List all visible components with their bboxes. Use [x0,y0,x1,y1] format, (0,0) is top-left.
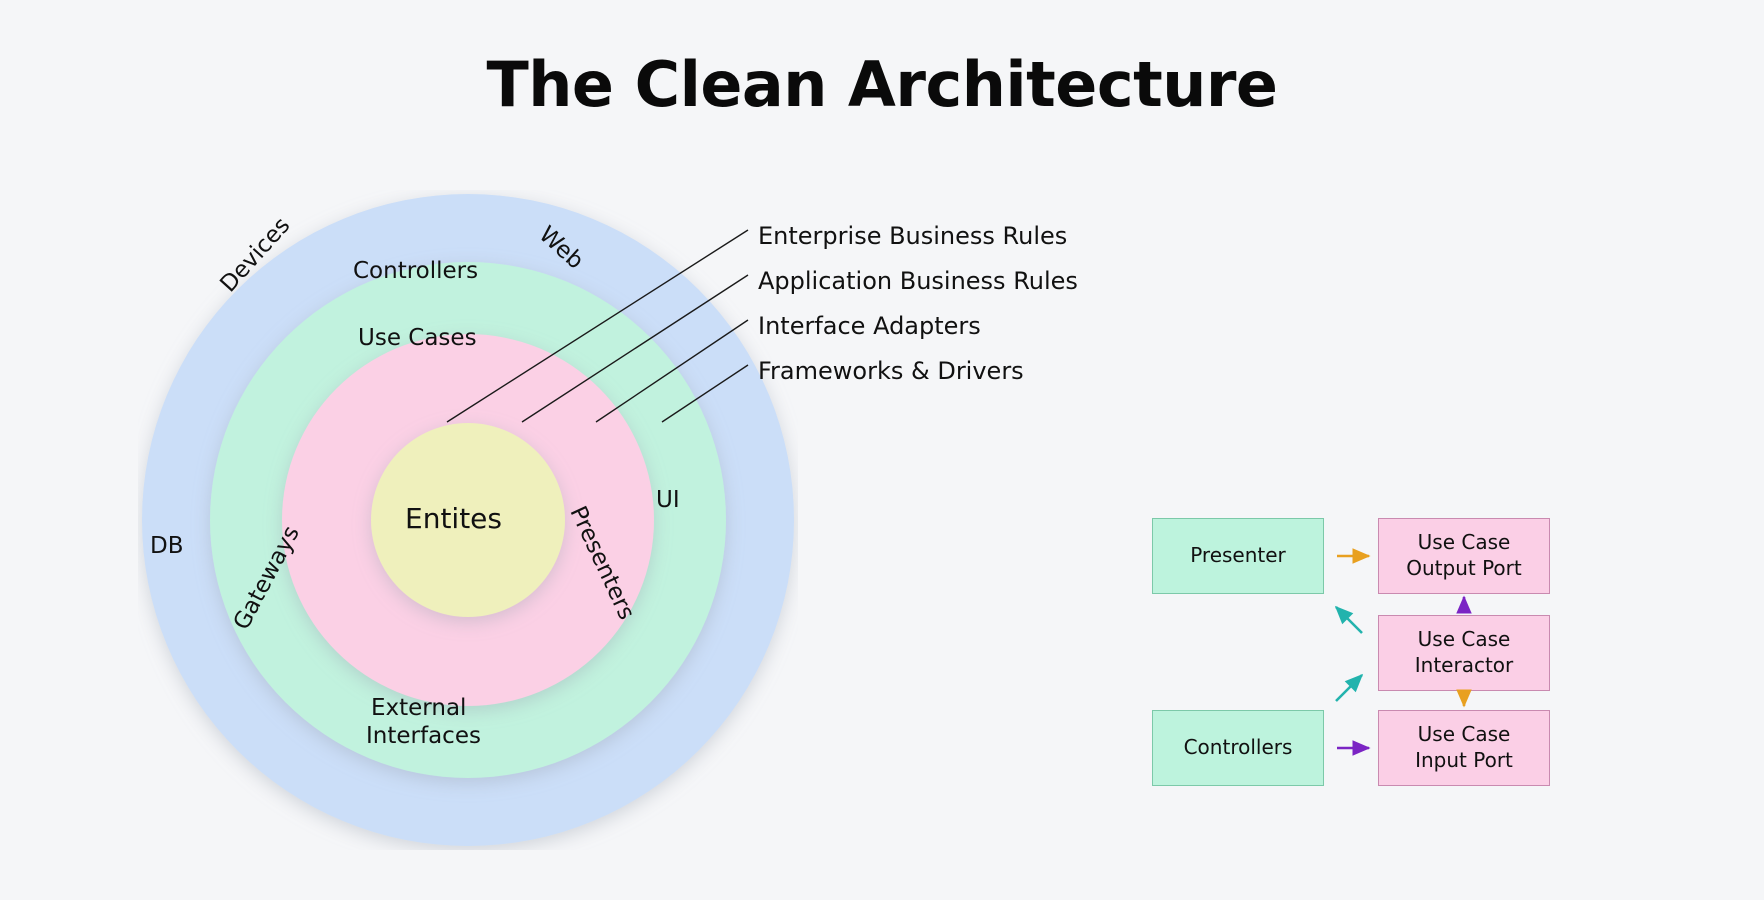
legend-item-frameworks-and-drivers: Frameworks & Drivers [758,357,1024,385]
ring-label-external: External [371,695,467,721]
ring-label-interfaces: Interfaces [366,723,481,749]
leader-line-application [521,274,749,423]
arrow-output-port-to-presenter [1334,605,1363,634]
page-title: The Clean Architecture [486,48,1278,121]
ring-label-use-cases: Use Cases [358,325,477,351]
arrow-controllers-to-interactor [1335,673,1364,702]
leader-line-enterprise [446,229,749,423]
flow-box-controllers[interactable]: Controllers [1152,710,1324,786]
ring-enterprise-business-rules [371,423,565,617]
legend-item-enterprise-business-rules: Enterprise Business Rules [758,222,1068,250]
legend-item-interface-adapters: Interface Adapters [758,312,981,340]
leader-line-interface-adapters [595,319,749,423]
leader-line-frameworks [661,364,749,423]
ring-label-ui: UI [656,487,680,513]
ring-label-controllers: Controllers [353,258,479,284]
ring-label-entites: Entites [405,502,502,535]
legend-item-application-business-rules: Application Business Rules [758,267,1078,295]
legend-leader-lines [446,229,749,423]
legend: Enterprise Business Rules Application Bu… [400,200,1140,500]
flow-box-presenter[interactable]: Presenter [1152,518,1324,594]
ring-label-db: DB [150,533,184,559]
onion-rings-diagram: Devices Web UI DB External Interfaces Co… [138,190,798,850]
rings-svg [142,194,794,846]
